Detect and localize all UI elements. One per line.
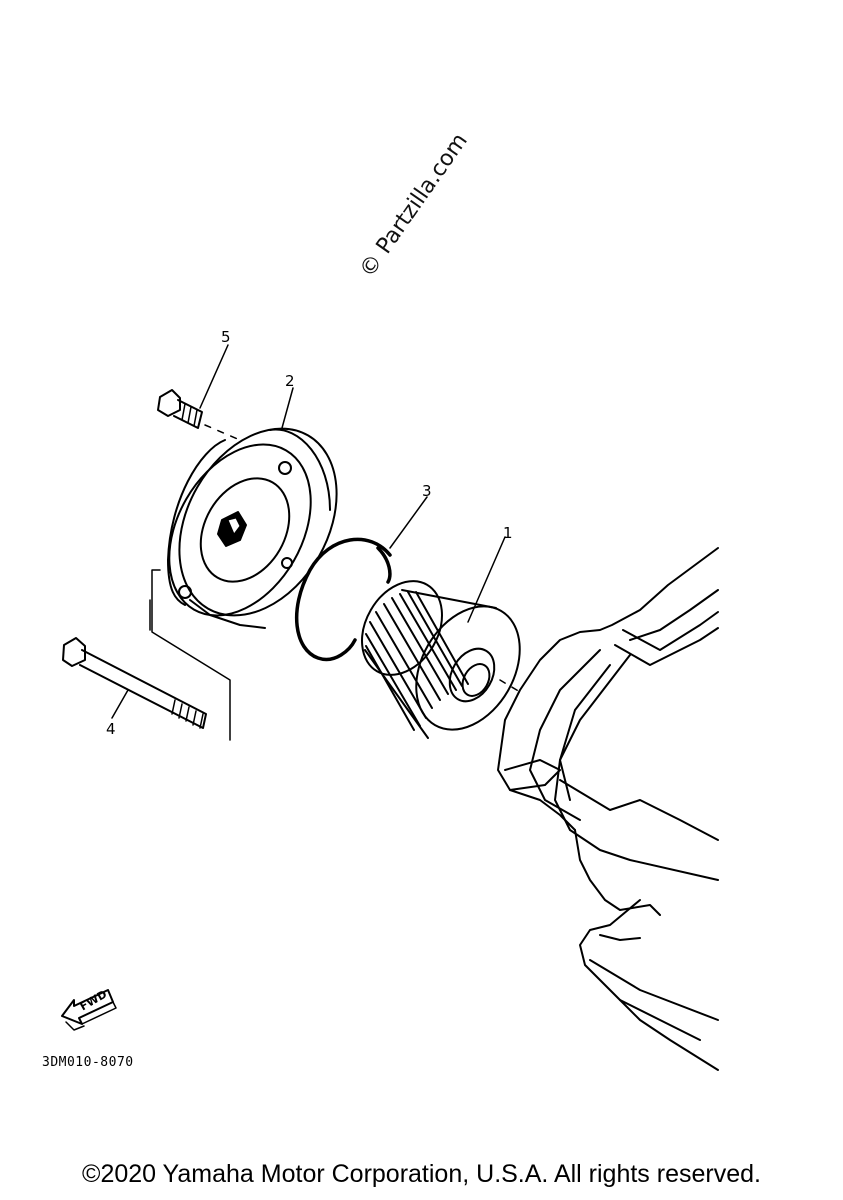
assembly-center-line xyxy=(204,424,521,693)
long-bolt xyxy=(62,637,207,729)
short-bolt xyxy=(157,389,203,429)
o-ring xyxy=(295,537,392,662)
copyright-notice: ©2020 Yamaha Motor Corporation, U.S.A. A… xyxy=(82,1160,761,1188)
fwd-arrow-icon xyxy=(61,989,117,1031)
callout-1: 1 xyxy=(503,524,513,542)
callout-2: 2 xyxy=(285,372,295,390)
engine-case xyxy=(497,547,719,1071)
callout-5: 5 xyxy=(221,328,231,346)
callout-leaders xyxy=(111,344,506,719)
callout-4: 4 xyxy=(106,720,116,738)
diagram-code: 3DM010-8070 xyxy=(42,1055,134,1070)
callout-3: 3 xyxy=(422,482,432,500)
filter-cover xyxy=(167,427,338,629)
bolt-bracket xyxy=(149,569,231,741)
oil-filter-element xyxy=(361,580,521,739)
